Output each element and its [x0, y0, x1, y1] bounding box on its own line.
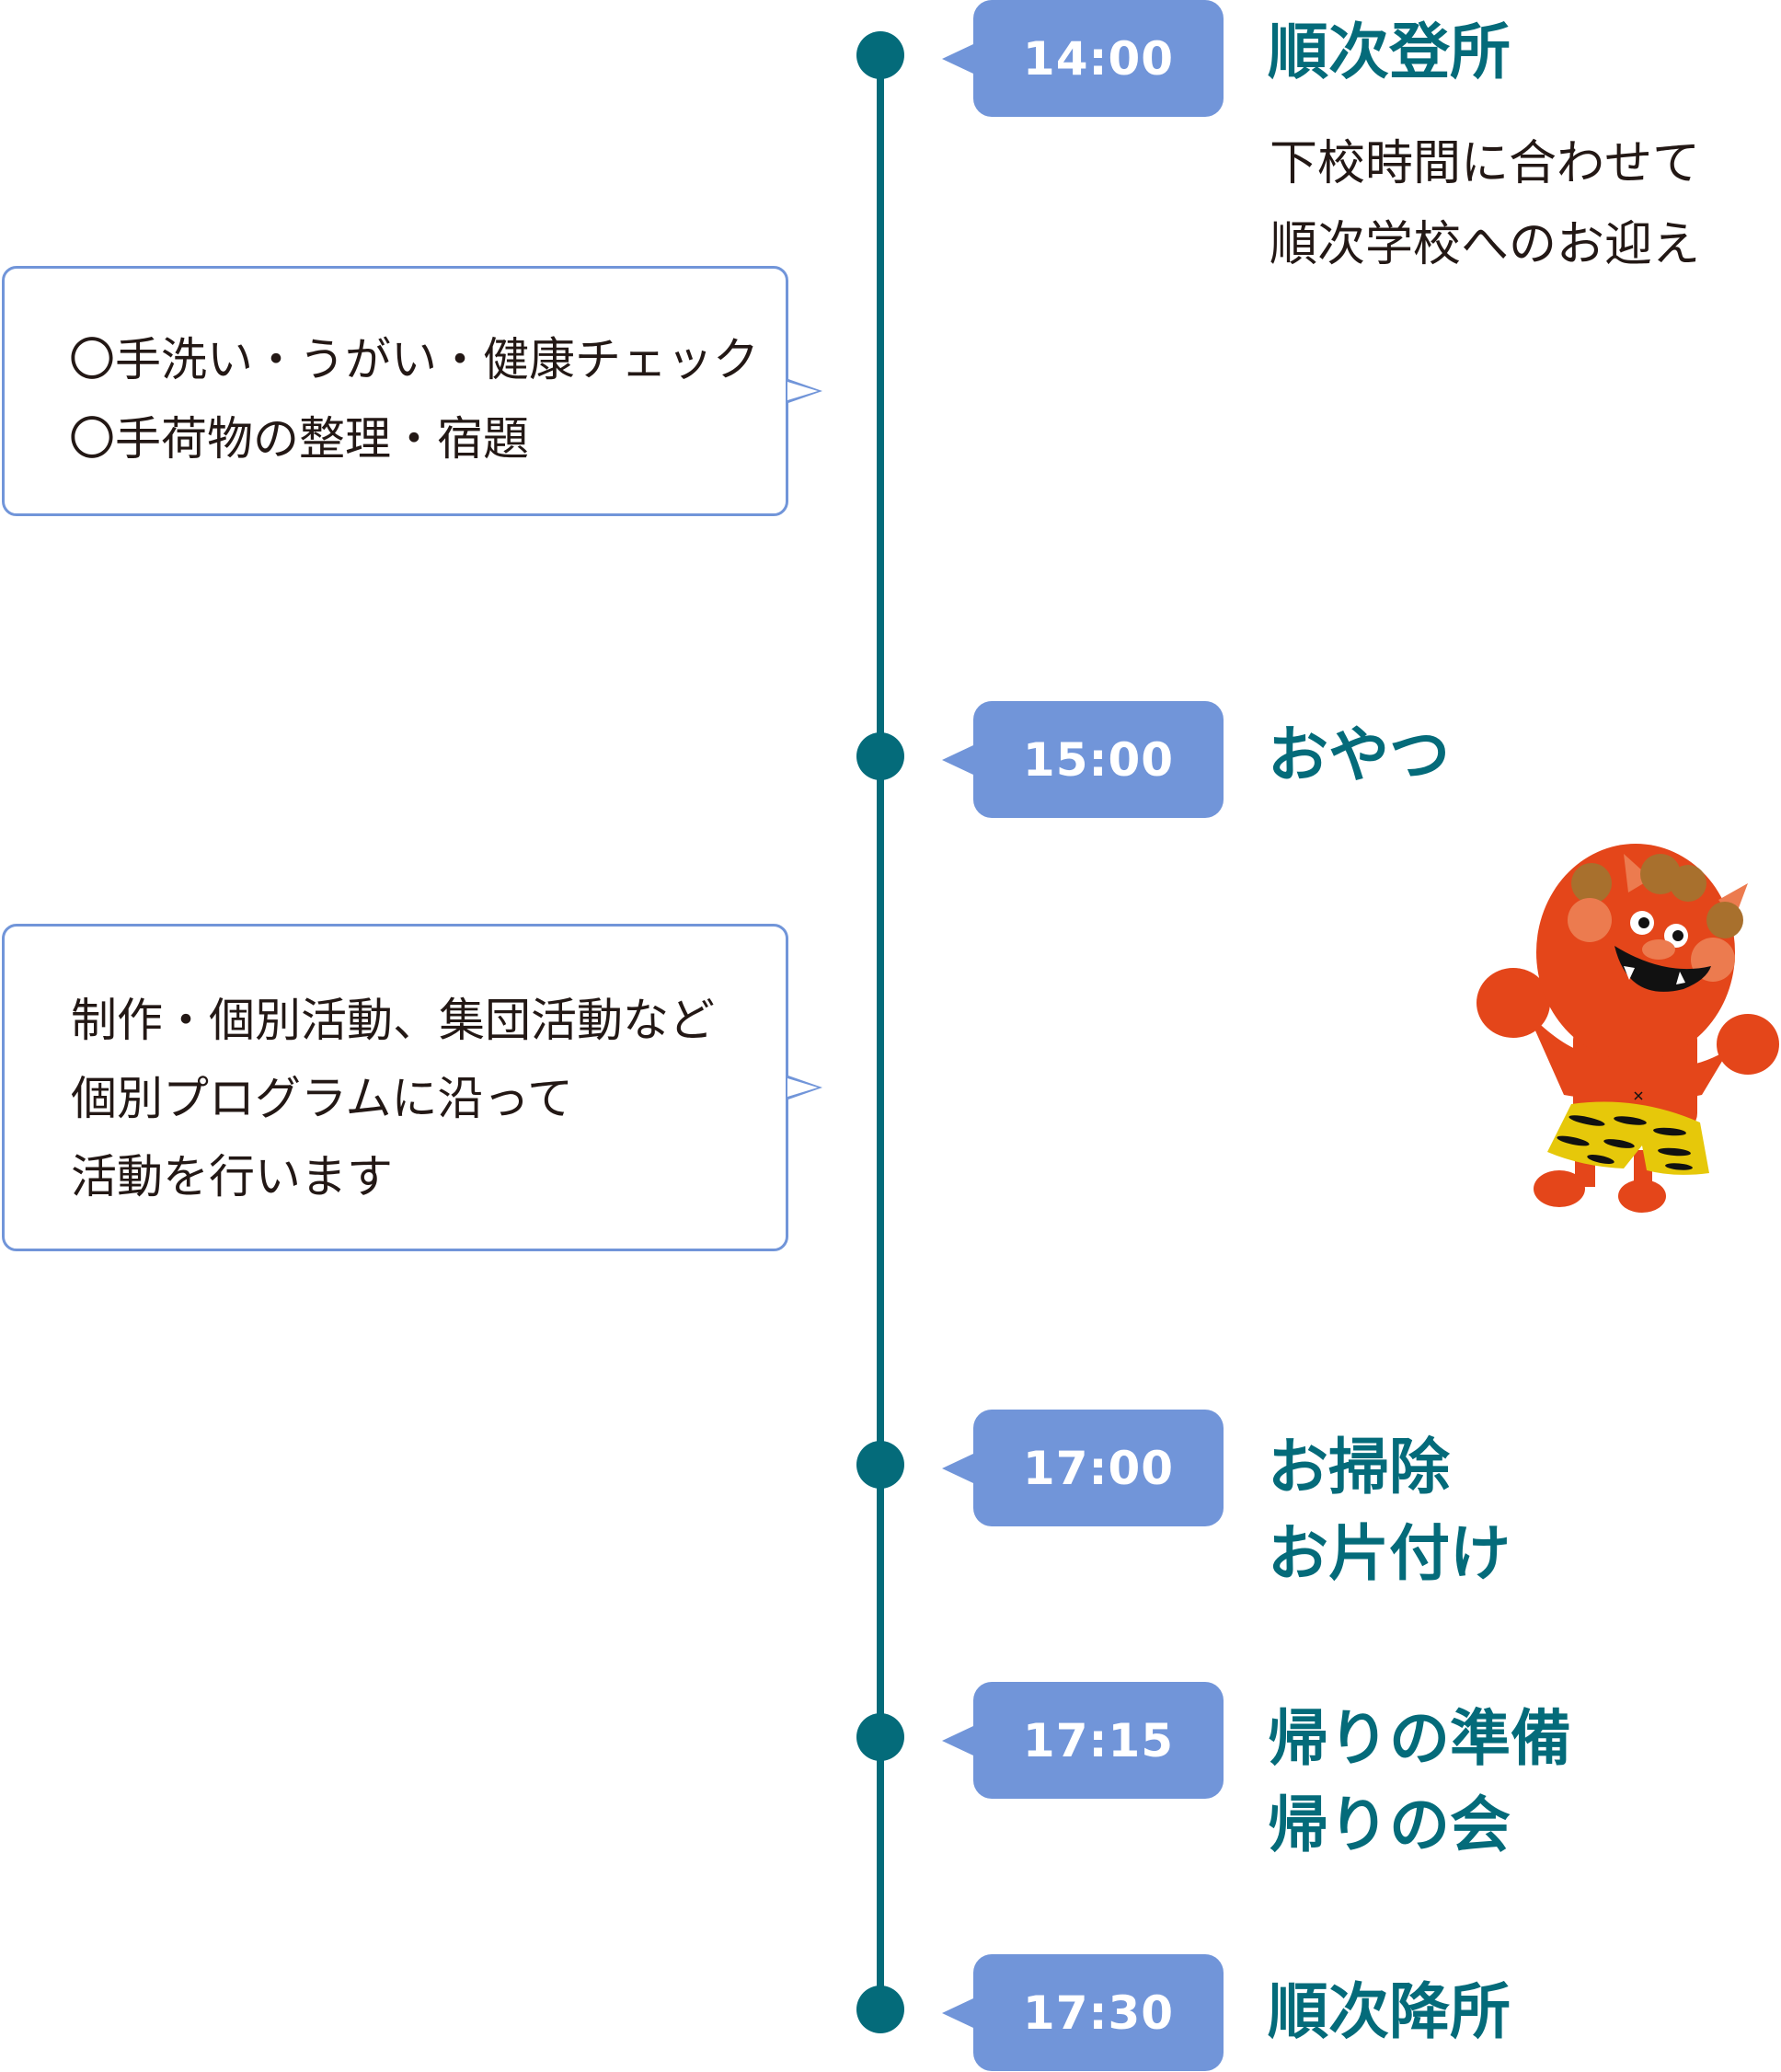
schedule-description: 下校時間に合わせて 順次学校へのお迎え: [1270, 123, 1700, 285]
time-badge: 17:30: [942, 1954, 1224, 2071]
note-bubble: 〇手洗い・うがい・健康チェック 〇手荷物の整理・宿題: [2, 266, 822, 516]
note-line: 〇手荷物の整理・宿題: [69, 412, 529, 466]
schedule-title-line: お掃除: [1268, 1432, 1450, 1502]
schedule-title: お掃除 お片付け: [1268, 1424, 1511, 1597]
timeline-dot: [856, 1986, 904, 2033]
schedule-title: 順次登所: [1268, 9, 1511, 96]
schedule-title-line: おやつ: [1268, 719, 1450, 790]
schedule-title-line: 順次降所: [1268, 1976, 1511, 2047]
schedule-title-line: 帰りの準備: [1268, 1703, 1571, 1774]
schedule-title-line: お片付け: [1268, 1518, 1511, 1589]
schedule-title: おやつ: [1268, 712, 1450, 799]
description-line: 順次学校へのお迎え: [1270, 217, 1701, 272]
note-line: 〇手洗い・うがい・健康チェック: [69, 333, 759, 386]
schedule-title: 順次降所: [1268, 1969, 1511, 2055]
red-oni-character-icon: [1477, 844, 1779, 1213]
timeline-dot: [856, 1713, 904, 1761]
description-line: 下校時間に合わせて: [1270, 136, 1701, 191]
timeline-line: [877, 55, 884, 2009]
schedule-title-line: 順次登所: [1268, 17, 1511, 87]
time-badge: 14:00: [942, 0, 1224, 117]
note-line: 個別プログラムに沿って: [71, 1072, 573, 1125]
time-badge: 17:15: [942, 1682, 1224, 1799]
note-bubble: 制作・個別活動、集団活動など 個別プログラムに沿って 活動を行います: [2, 924, 822, 1251]
timeline-dot: [856, 732, 904, 780]
timeline-dot: [856, 31, 904, 79]
schedule-title-line: 帰りの会: [1268, 1790, 1511, 1860]
time-badge: 17:00: [942, 1410, 1224, 1526]
note-line: 活動を行います: [71, 1150, 393, 1203]
note-line: 制作・個別活動、集団活動など: [71, 994, 715, 1047]
timeline-dot: [856, 1441, 904, 1489]
time-badge: 15:00: [942, 701, 1224, 818]
schedule-title: 帰りの準備 帰りの会: [1268, 1696, 1571, 1869]
